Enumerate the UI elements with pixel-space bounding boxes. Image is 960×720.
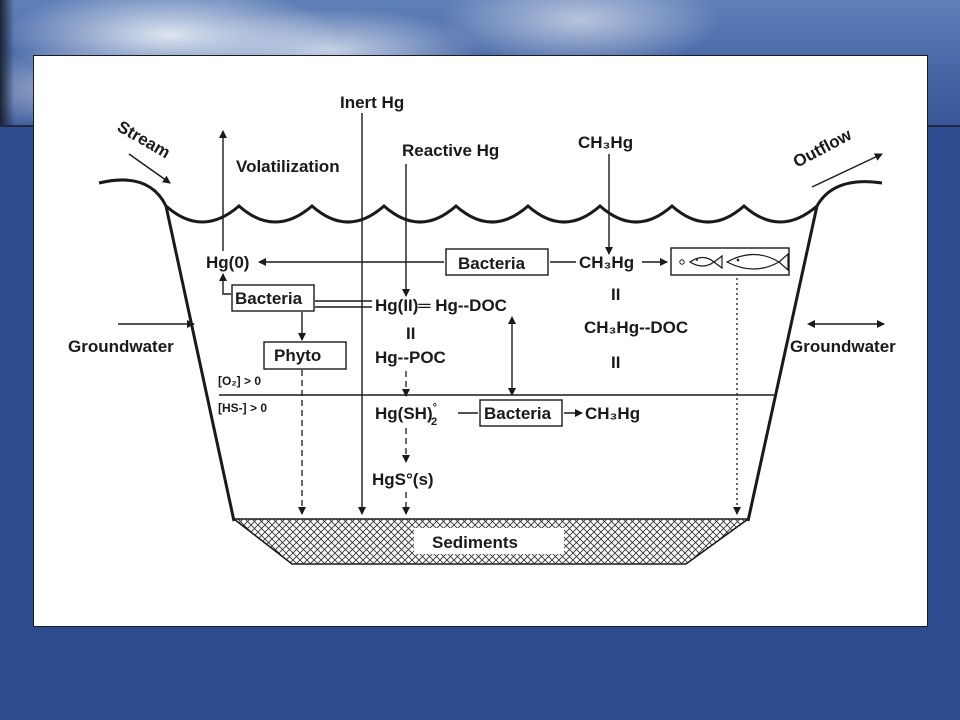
sulfide-condition-label: [HS-] > 0 [218,401,267,415]
basin-right-wall [746,205,819,522]
phyto-label: Phyto [274,346,321,365]
equals-sign-1: II [406,324,415,343]
groundwater-right-label: Groundwater [790,337,896,356]
phyto-box [263,341,347,370]
diagram-panel: Sediments Stream Outflow Volatilization … [33,55,928,627]
bacteria-box-bottom [479,399,563,427]
hg-poc-label: Hg--POC [375,348,446,367]
reactive-hg-label: Reactive Hg [402,141,499,160]
bacteria-top-label: Bacteria [458,254,526,273]
bacteria-bottom-label: Bacteria [484,404,552,423]
bacteria-box-left [231,284,315,312]
hgs-label: HgS°(s) [372,470,434,489]
outflow-label: Outflow [790,125,855,172]
oxygen-condition-label: [O₂] > 0 [218,374,261,388]
volatilization-label: Volatilization [236,157,340,176]
outflow-arrow [811,153,883,188]
ch3hg-doc-label: CH₃Hg--DOC [584,318,688,337]
equals-sign-2: II [611,285,620,304]
bacteria-box-top [445,248,549,276]
left-bank [98,178,168,207]
bacteria-to-hg0-arrow [219,273,231,295]
ch3hg-top-label: CH₃Hg [578,133,633,152]
sediments-label-bg [414,528,564,554]
water-surface-waves [165,203,818,224]
sky-edge-shadow [0,0,14,125]
hgsh2-label: Hg(SH)°2 [375,402,437,428]
equals-sign-3: II [611,353,620,372]
hg0-label: Hg(0) [206,253,249,272]
basin-left-wall [164,205,236,522]
hg2-doc-label: Hg(II)═ Hg--DOC [375,296,507,315]
sediments-label: Sediments [432,533,518,552]
fish-icon [670,247,790,276]
right-bank [815,180,883,207]
stream-label: Stream [114,117,173,162]
stream-arrow [128,153,171,184]
inert-hg-label: Inert Hg [340,93,404,112]
mercury-cycle-diagram: Sediments Stream Outflow Volatilization … [68,93,896,565]
groundwater-left-label: Groundwater [68,337,174,356]
ch3hg-mid-label: CH₃Hg [579,253,634,272]
bacteria-left-label: Bacteria [235,289,303,308]
ch3hg-bottom-label: CH₃Hg [585,404,640,423]
